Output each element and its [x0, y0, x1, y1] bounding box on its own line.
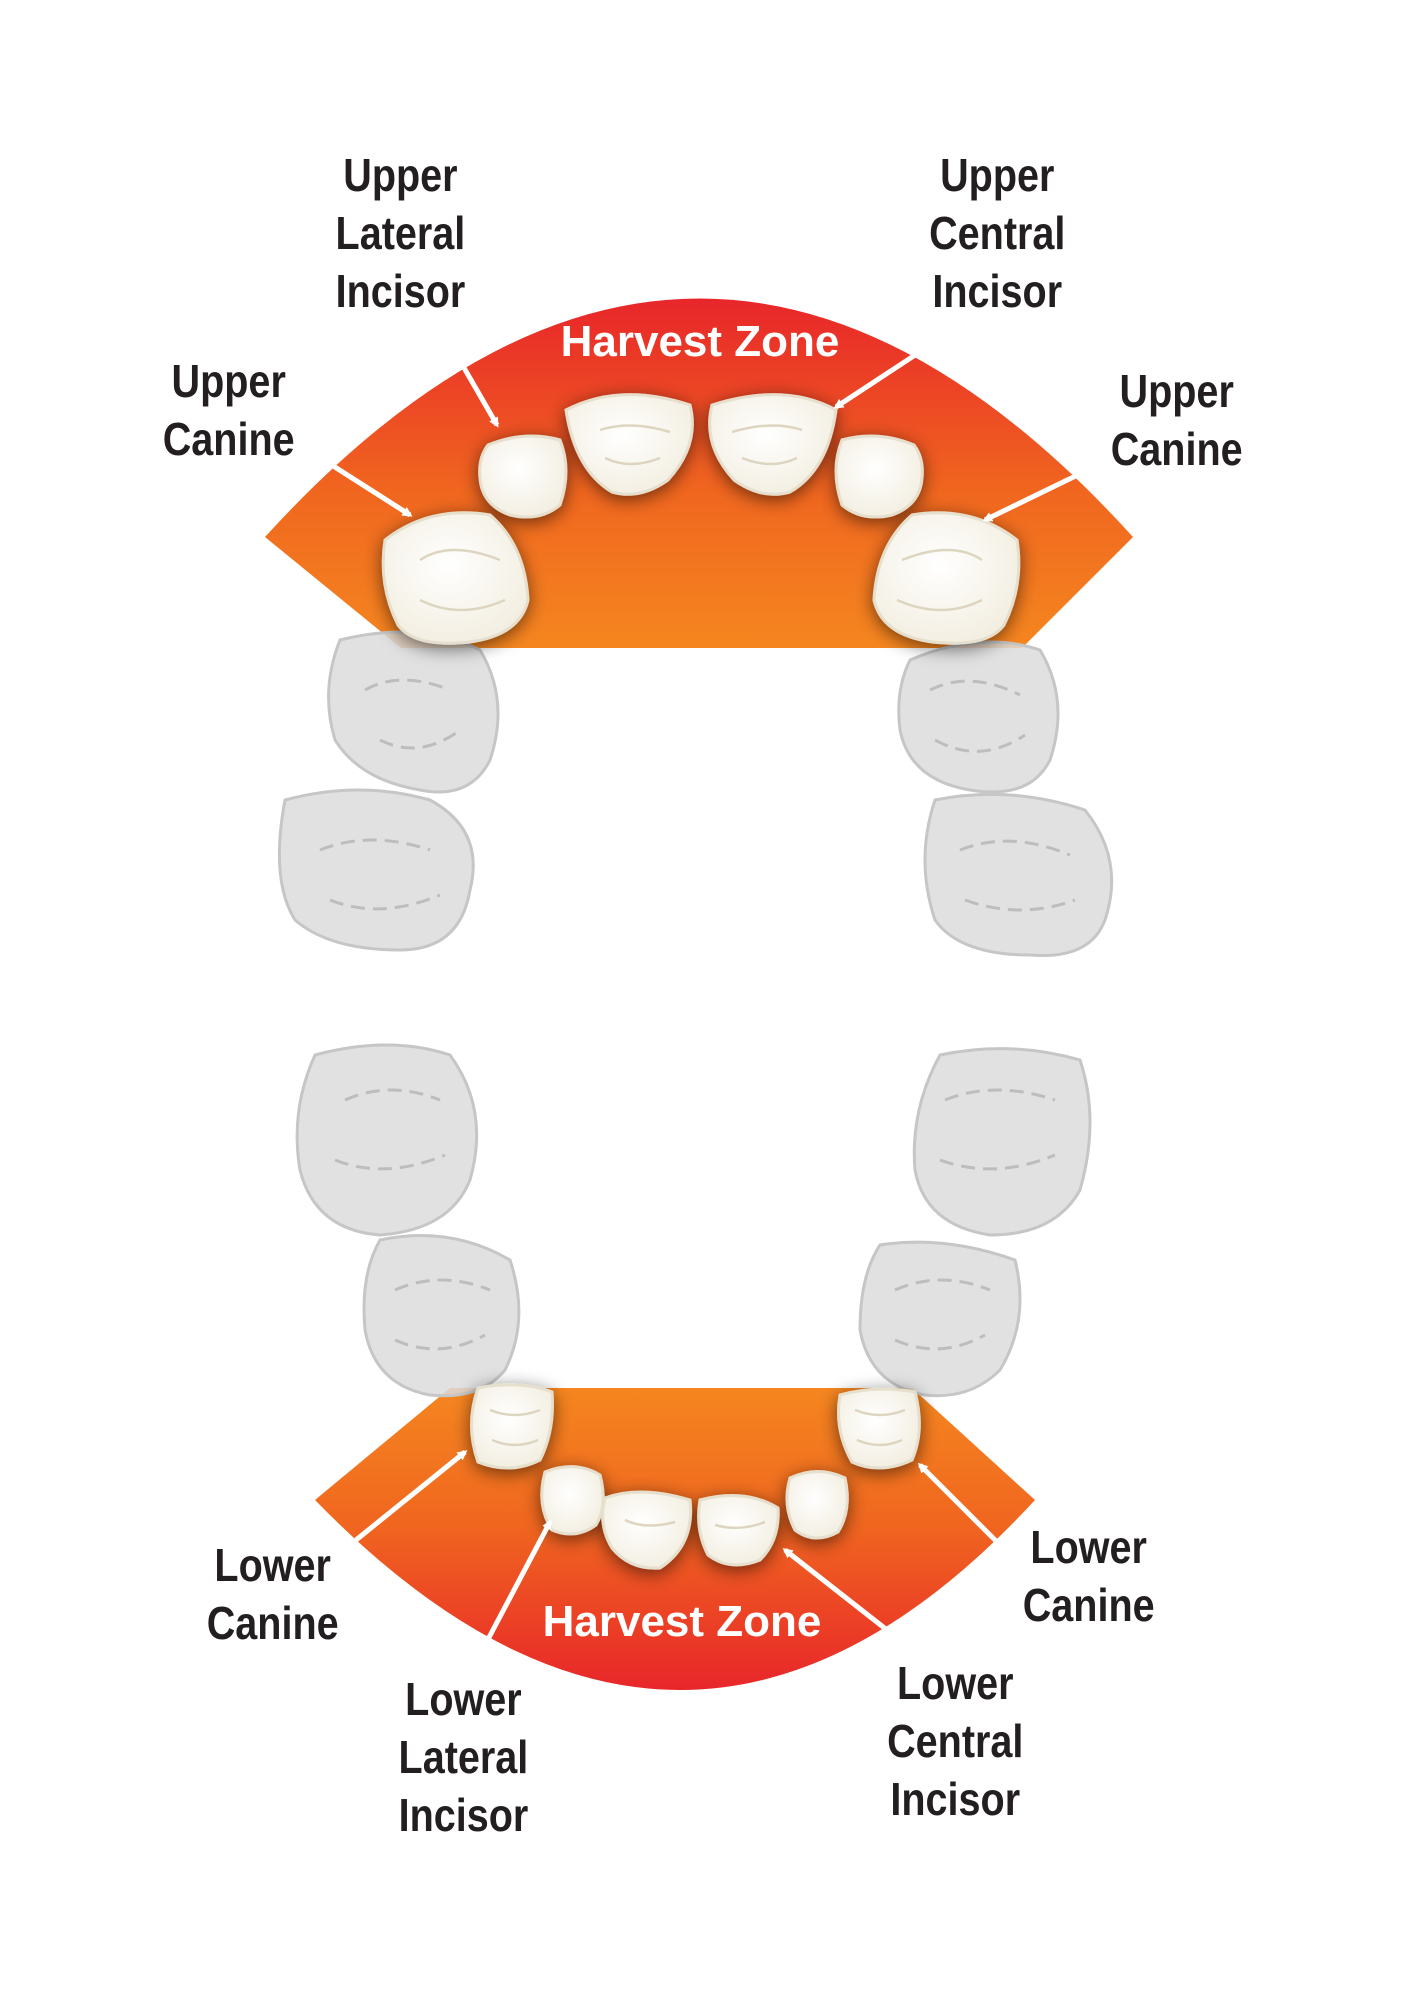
arrow-lower-canine-left — [354, 1450, 468, 1542]
upper-left-premolar — [327, 630, 500, 794]
arrow-upper-canine-left — [314, 452, 413, 518]
arrow-lower-lateral-incisor — [482, 1519, 553, 1647]
lower-central-incisor-left-tooth — [601, 1490, 693, 1570]
label-upper-canine-left: Upper Canine — [162, 355, 295, 465]
lower-left-premolar — [362, 1234, 521, 1398]
lower-front-teeth — [470, 1383, 921, 1570]
upper-canine-right-tooth — [872, 511, 1021, 645]
upper-central-incisor-right-tooth — [708, 393, 838, 496]
lower-lateral-incisor-left-tooth — [540, 1465, 605, 1536]
arrow-upper-lateral-incisor — [445, 338, 500, 428]
upper-canine-left-tooth — [381, 511, 530, 645]
lower-lateral-incisor-right-tooth — [785, 1470, 849, 1540]
label-lower-central-incisor: Lower Central Incisor — [887, 1657, 1024, 1825]
lower-central-incisor-right-tooth — [697, 1494, 780, 1567]
upper-harvest-zone-title: Harvest Zone — [561, 317, 840, 366]
arrow-upper-canine-right — [982, 465, 1094, 523]
lower-left-molar — [295, 1043, 479, 1237]
label-lower-canine-left: Lower Canine — [206, 1539, 339, 1649]
label-upper-lateral-incisor: Upper Lateral Incisor — [335, 149, 466, 317]
upper-arrows — [314, 337, 1094, 523]
label-lower-lateral-incisor: Lower Lateral Incisor — [398, 1673, 529, 1841]
upper-right-premolar — [897, 640, 1060, 794]
arrow-upper-central-incisor — [833, 337, 940, 410]
upper-left-molar — [277, 788, 475, 952]
upper-molars — [277, 630, 1114, 958]
lower-canine-left-tooth — [470, 1383, 554, 1470]
arrow-lower-canine-right — [917, 1462, 1002, 1547]
upper-right-molar — [923, 792, 1114, 958]
lower-canine-right-tooth — [837, 1387, 921, 1470]
arrow-lower-central-incisor — [782, 1548, 889, 1632]
upper-lateral-incisor-right-tooth — [834, 434, 924, 519]
upper-front-teeth — [381, 393, 1021, 645]
lower-right-molar — [912, 1047, 1092, 1237]
lower-harvest-zone-title: Harvest Zone — [543, 1597, 822, 1646]
lower-right-premolar — [858, 1240, 1022, 1398]
lower-arrows — [354, 1450, 1002, 1647]
label-upper-canine-right: Upper Canine — [1110, 365, 1243, 475]
label-upper-central-incisor: Upper Central Incisor — [929, 149, 1066, 317]
label-lower-canine-right: Lower Canine — [1022, 1521, 1155, 1631]
upper-lateral-incisor-left-tooth — [478, 434, 568, 519]
upper-central-incisor-left-tooth — [564, 393, 694, 496]
lower-molars — [295, 1043, 1092, 1398]
